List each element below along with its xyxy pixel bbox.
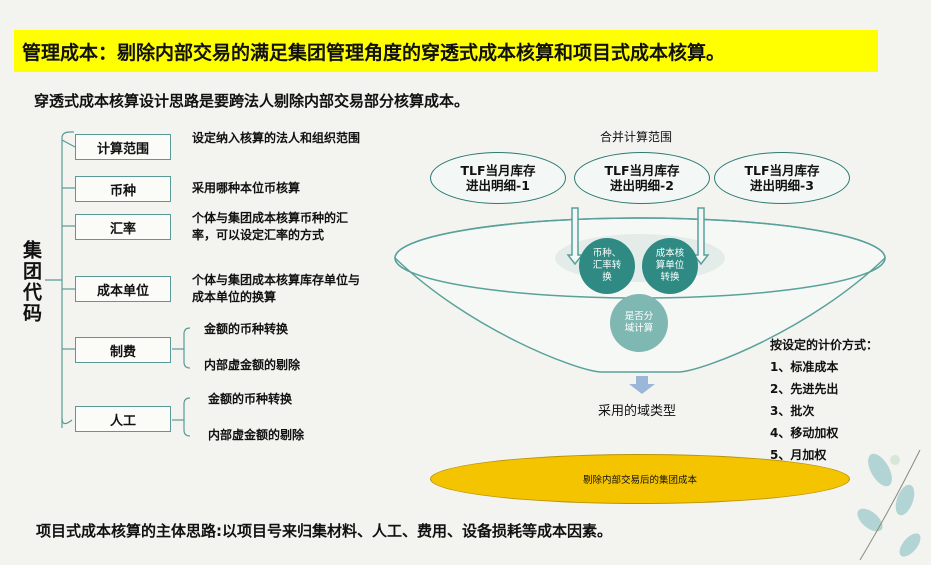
box-cost-unit: 成本单位 — [75, 276, 171, 302]
result-text: 剔除内部交易后的集团成本 — [583, 472, 697, 486]
footer-text: 项目式成本核算的主体思路:以项目号来归集材料、人工、费用、设备损耗等成本因素。 — [36, 520, 612, 541]
group-code-label: 集团代码 — [18, 240, 44, 324]
page-title: 管理成本：剔除内部交易的满足集团管理角度的穿透式成本核算和项目式成本核算。 — [22, 38, 725, 65]
circle-domain-text: 是否分域计算 — [623, 311, 655, 335]
pricing-title: 按设定的计价方式： — [770, 336, 878, 353]
domain-type-label: 采用的域类型 — [598, 400, 676, 419]
box-currency: 币种 — [75, 176, 171, 202]
desc-calc-scope: 设定纳入核算的法人和组织范围 — [192, 130, 367, 147]
circle-currency-rate: 币种、汇率转换 — [579, 238, 635, 294]
circle-domain: 是否分域计算 — [610, 294, 668, 352]
circle-currency-rate-text: 币种、汇率转换 — [589, 248, 625, 284]
source-oval-1: TLF当月库存进出明细-1 — [430, 152, 566, 204]
box-overhead: 制费 — [75, 337, 171, 363]
source-oval-2: TLF当月库存进出明细-2 — [574, 152, 710, 204]
pricing-method-1: 1、标准成本 — [770, 358, 838, 375]
circle-cost-unit-text: 成本核算单位转换 — [652, 248, 688, 284]
pricing-method-3: 3、批次 — [770, 402, 814, 419]
box-labor: 人工 — [75, 406, 171, 432]
source-3-text: TLF当月库存进出明细-3 — [742, 163, 822, 193]
desc-cost-unit: 个体与集团成本核算库存单位与成本单位的换算 — [192, 272, 367, 306]
desc-currency: 采用哪种本位币核算 — [192, 180, 367, 197]
box-calc-scope: 计算范围 — [75, 134, 171, 160]
subtitle: 穿透式成本核算设计思路是要跨法人剔除内部交易部分核算成本。 — [34, 90, 469, 111]
labor-sub-1: 金额的币种转换 — [208, 390, 292, 407]
labor-sub-2: 内部虚金额的剔除 — [208, 426, 304, 443]
pricing-method-4: 4、移动加权 — [770, 424, 838, 441]
source-1-text: TLF当月库存进出明细-1 — [458, 163, 538, 193]
overhead-sub-2: 内部虚金额的剔除 — [204, 356, 300, 373]
pricing-method-2: 2、先进先出 — [770, 380, 838, 397]
overhead-sub-1: 金额的币种转换 — [204, 320, 288, 337]
pricing-method-5: 5、月加权 — [770, 446, 826, 463]
scope-title: 合并计算范围 — [600, 128, 672, 145]
leaf-decoration-icon — [840, 430, 931, 565]
circle-cost-unit: 成本核算单位转换 — [642, 238, 698, 294]
desc-exchange-rate: 个体与集团成本核算币种的汇率，可以设定汇率的方式 — [192, 210, 367, 244]
source-2-text: TLF当月库存进出明细-2 — [602, 163, 682, 193]
box-exchange-rate: 汇率 — [75, 214, 171, 240]
source-oval-3: TLF当月库存进出明细-3 — [714, 152, 850, 204]
